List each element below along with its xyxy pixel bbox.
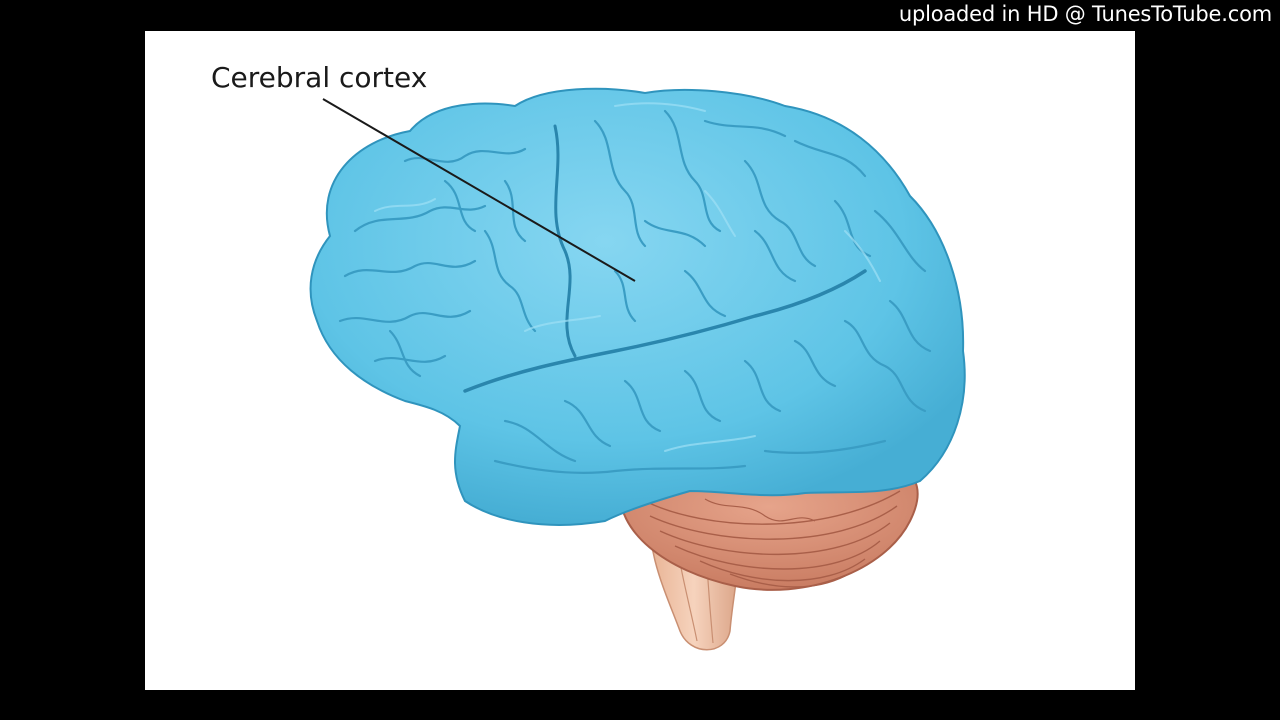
- cerebral-cortex: [309, 87, 966, 526]
- watermark-text: uploaded in HD @ TunesToTube.com: [898, 2, 1272, 26]
- cerebral-cortex-label: Cerebral cortex: [211, 61, 428, 94]
- brain-diagram: [309, 87, 966, 651]
- diagram-slide: Cerebral cortex: [145, 31, 1135, 690]
- cerebellum: [618, 469, 919, 591]
- label-leader-line: [322, 98, 636, 282]
